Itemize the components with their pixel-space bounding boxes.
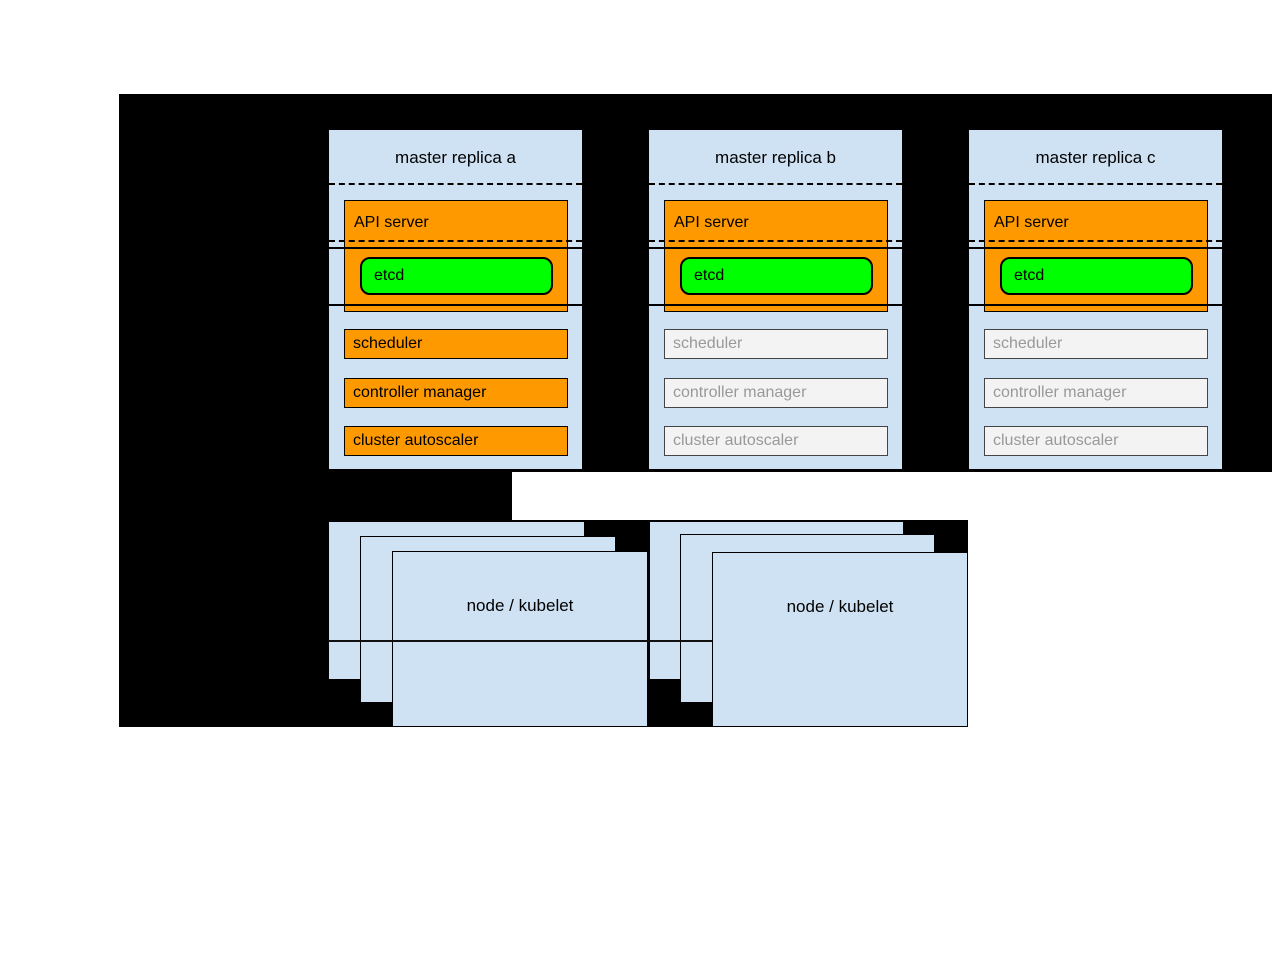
api-server-label: API server xyxy=(354,214,429,231)
api-server-label: API server xyxy=(994,214,1069,231)
background-white-notch-band xyxy=(512,472,1272,520)
master-replica-a-title: master replica a xyxy=(395,148,516,167)
master-replica-c-panel: master replica c API server etcd schedul… xyxy=(968,129,1223,470)
master-replica-b-panel: master replica b API server etcd schedul… xyxy=(648,129,903,470)
master-replica-a-panel: master replica a API server etcd schedul… xyxy=(328,129,583,470)
node-stack-1-front-box: node / kubelet xyxy=(392,551,648,727)
etcd-link-line xyxy=(969,304,1222,306)
master-replica-b-title: master replica b xyxy=(715,148,836,167)
controller-manager-box: controller manager xyxy=(984,378,1208,408)
controller-manager-box: controller manager xyxy=(344,378,568,408)
scheduler-box: scheduler xyxy=(984,329,1208,359)
etcd-link-line xyxy=(649,304,902,306)
etcd-label: etcd xyxy=(694,267,725,284)
etcd-box: etcd xyxy=(680,257,873,295)
api-server-box: API server etcd xyxy=(664,200,888,312)
node-kubelet-label: node / kubelet xyxy=(786,597,894,616)
dashed-separator xyxy=(649,183,902,185)
api-server-label: API server xyxy=(674,214,749,231)
etcd-link-line xyxy=(329,304,582,306)
node-stack-2-front-box: node / kubelet xyxy=(712,552,968,727)
etcd-label: etcd xyxy=(1014,267,1045,284)
dashed-separator xyxy=(969,183,1222,185)
cluster-autoscaler-box: cluster autoscaler xyxy=(344,426,568,456)
api-server-box: API server etcd xyxy=(344,200,568,312)
controller-manager-box: controller manager xyxy=(664,378,888,408)
master-replica-c-title: master replica c xyxy=(1035,148,1156,167)
etcd-box: etcd xyxy=(360,257,553,295)
api-server-box: API server etcd xyxy=(984,200,1208,312)
node-divider-line xyxy=(328,640,712,642)
dashed-separator xyxy=(969,240,1222,242)
cluster-autoscaler-box: cluster autoscaler xyxy=(664,426,888,456)
dashed-separator xyxy=(329,240,582,242)
cluster-autoscaler-box: cluster autoscaler xyxy=(984,426,1208,456)
etcd-link-line xyxy=(329,247,582,249)
background-white-notch-corner xyxy=(968,520,1272,727)
node-kubelet-label: node / kubelet xyxy=(466,596,574,615)
dashed-separator xyxy=(329,183,582,185)
scheduler-box: scheduler xyxy=(664,329,888,359)
etcd-link-line xyxy=(969,247,1222,249)
etcd-link-line xyxy=(649,247,902,249)
dashed-separator xyxy=(649,240,902,242)
scheduler-box: scheduler xyxy=(344,329,568,359)
etcd-label: etcd xyxy=(374,267,405,284)
etcd-box: etcd xyxy=(1000,257,1193,295)
